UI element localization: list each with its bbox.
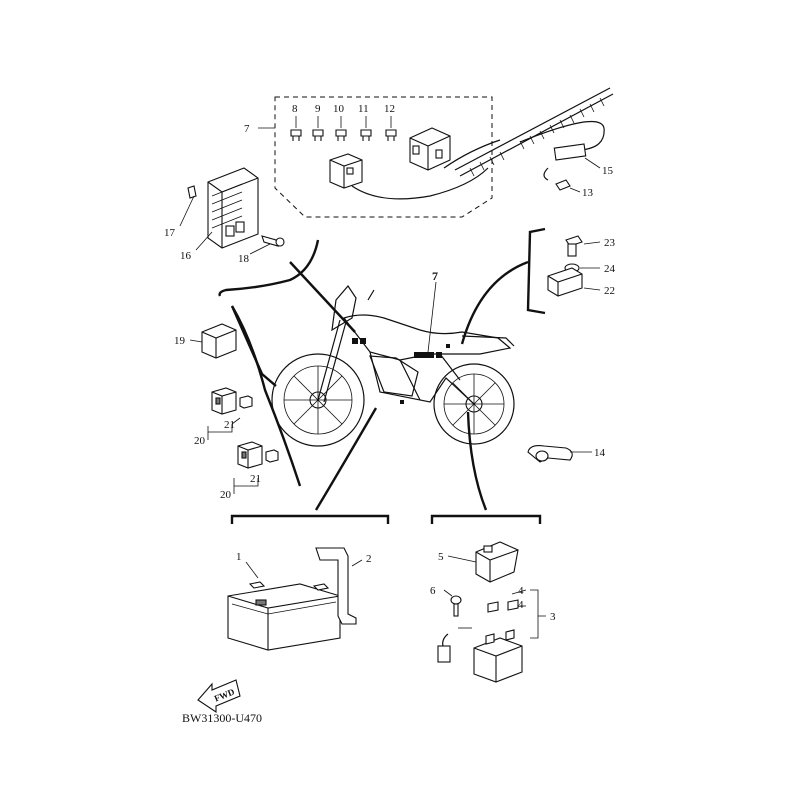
callout-5: 5 <box>438 551 444 563</box>
fwd-arrow-icon: FWD <box>197 679 241 714</box>
callout-18: 18 <box>238 253 250 265</box>
relay-fuse-icon <box>487 599 519 613</box>
callout-17: 17 <box>164 227 176 239</box>
fuse-box-group: 7 8 9 10 11 12 <box>244 96 501 218</box>
fuse-box-small-icon <box>329 153 363 189</box>
relay-cover-icon <box>475 541 519 583</box>
starter-relay-icon-a <box>211 387 253 415</box>
callout-23: 23 <box>604 237 616 249</box>
battery-band-icon <box>315 547 357 625</box>
callout-12: 12 <box>384 103 395 115</box>
relay-bracket-icon <box>547 235 583 297</box>
callout-20-b: 20 <box>220 489 232 501</box>
callout-4-a: 4 <box>518 585 524 597</box>
callout-20-a: 20 <box>194 435 206 447</box>
wire-harness-icon: 15 13 <box>454 87 614 199</box>
clamp-icon <box>527 445 573 463</box>
callout-21-b: 21 <box>250 473 261 485</box>
callout-11: 11 <box>358 103 369 115</box>
bolt-icon <box>450 595 462 617</box>
callout-8: 8 <box>292 103 298 115</box>
callout-21-a: 21 <box>224 419 235 431</box>
callout-1: 1 <box>236 551 242 563</box>
bracket-starter <box>430 514 542 524</box>
callout-19: 19 <box>174 335 186 347</box>
bracket-left <box>230 305 302 487</box>
callout-7-bike: 7 <box>432 269 438 283</box>
starter-relay-icon-b <box>237 441 279 469</box>
callout-2: 2 <box>366 553 372 565</box>
relay-icon <box>201 323 237 359</box>
callout-6: 6 <box>430 585 436 597</box>
callout-16: 16 <box>180 250 192 262</box>
callout-10: 10 <box>333 103 345 115</box>
starter-relay-icon <box>437 627 523 683</box>
callout-4-b: 4 <box>518 599 524 611</box>
bracket-battery <box>230 514 390 524</box>
bracket-right <box>526 227 546 315</box>
callout-13: 13 <box>582 187 594 199</box>
motorcycle-icon <box>271 285 515 447</box>
diagram-code: BW31300-U470 <box>182 711 262 725</box>
callout-22: 22 <box>604 285 615 297</box>
callout-24: 24 <box>604 263 616 275</box>
battery-icon <box>227 581 341 651</box>
fuse-icon <box>290 129 397 141</box>
callout-9: 9 <box>315 103 321 115</box>
callout-7-top: 7 <box>244 123 250 135</box>
callout-15: 15 <box>602 165 614 177</box>
callout-14: 14 <box>594 447 606 459</box>
harness-wire-icon <box>351 167 489 200</box>
fuse-box-large-icon <box>409 127 451 171</box>
rectifier-regulator-icon <box>187 167 285 249</box>
callout-3: 3 <box>550 611 556 623</box>
